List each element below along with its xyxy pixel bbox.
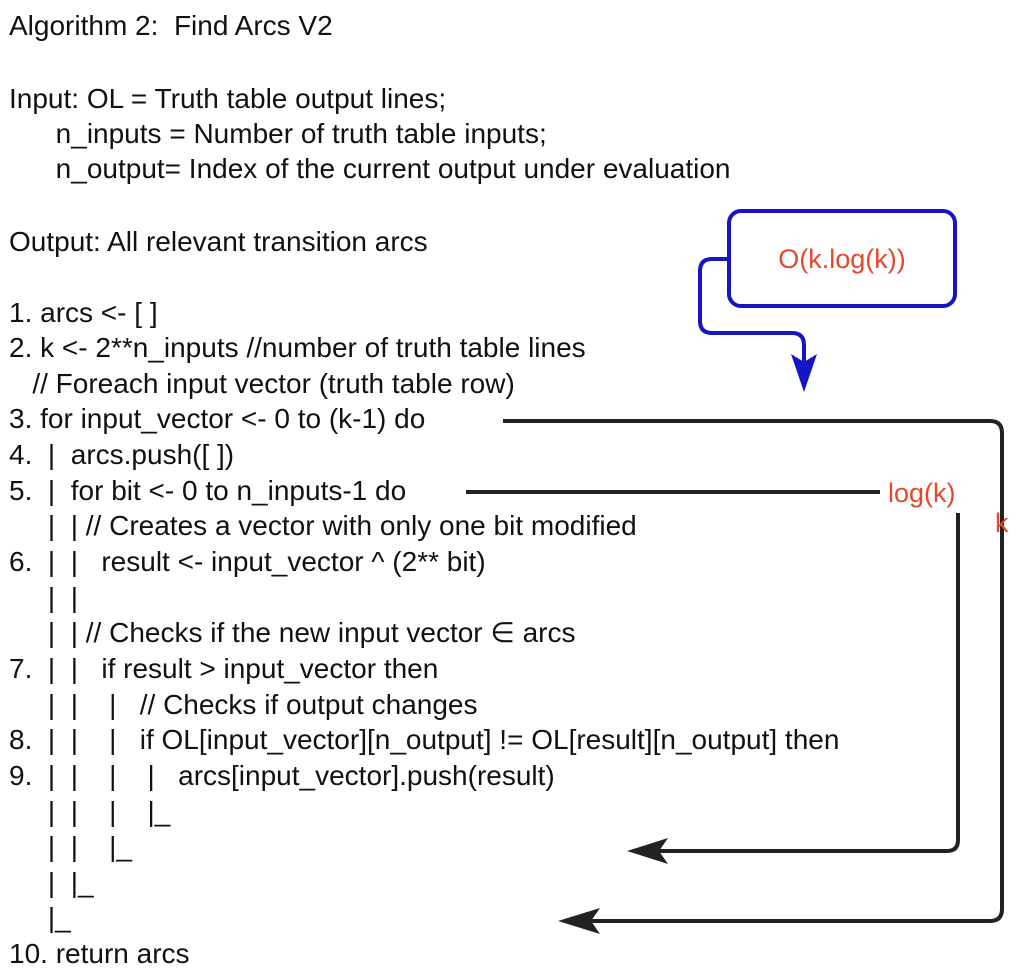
code-spacer: | | (9, 582, 79, 613)
code-line-6: 6. | | result <- input_vector ^ (2** bit… (9, 546, 486, 577)
code-line-10: 10. return arcs (9, 938, 190, 969)
code-comment-checks-output: | | | // Checks if output changes (9, 689, 478, 720)
code-line-4: 4. | arcs.push([ ]) (9, 439, 235, 470)
output-line: Output: All relevant transition arcs (9, 226, 428, 257)
code-comment-checks-vector: | | // Checks if the new input vector ∈ … (9, 617, 576, 648)
inner-loop-complexity-label: log(k) (888, 478, 956, 508)
code-block-end-inner-loop: | |_ (9, 867, 94, 898)
code-line-5: 5. | for bit <- 0 to n_inputs-1 do (9, 475, 407, 506)
code-line-9: 9. | | | | arcs[input_vector].push(resul… (9, 760, 555, 791)
code-comment-creates-vector: | | // Creates a vector with only one bi… (9, 510, 637, 541)
code-line-7: 7. | | if result > input_vector then (9, 653, 439, 684)
algorithm-title: Algorithm 2: Find Arcs V2 (9, 10, 333, 41)
code-comment-foreach: // Foreach input vector (truth table row… (9, 368, 515, 399)
code-line-3: 3. for input_vector <- 0 to (k-1) do (9, 403, 426, 434)
complexity-box: O(k.log(k)) (727, 209, 957, 308)
outer-loop-bracket (503, 419, 1004, 923)
complexity-pointer-arrowhead (791, 354, 817, 392)
code-block-end-if-outer: | | |_ (9, 831, 132, 862)
input-line-n-output: n_output= Index of the current output un… (9, 153, 731, 184)
code-block-end-if-inner: | | | |_ (9, 796, 171, 827)
input-line-ol: Input: OL = Truth table output lines; (9, 83, 447, 114)
outer-loop-complexity-label: k (995, 508, 1009, 538)
complexity-pointer-line (698, 257, 806, 362)
code-line-1: 1. arcs <- [ ] (9, 297, 158, 328)
code-line-2: 2. k <- 2**n_inputs //number of truth ta… (9, 332, 586, 363)
code-block-end-outer-loop: |_ (9, 902, 71, 933)
code-line-8: 8. | | | if OL[input_vector][n_output] !… (9, 724, 840, 755)
inner-loop-arrowhead (627, 838, 668, 864)
outer-loop-arrowhead (558, 908, 600, 934)
input-line-n-inputs: n_inputs = Number of truth table inputs; (9, 118, 547, 149)
inner-loop-bracket (648, 513, 960, 853)
overall-complexity-label: O(k.log(k)) (778, 243, 906, 274)
